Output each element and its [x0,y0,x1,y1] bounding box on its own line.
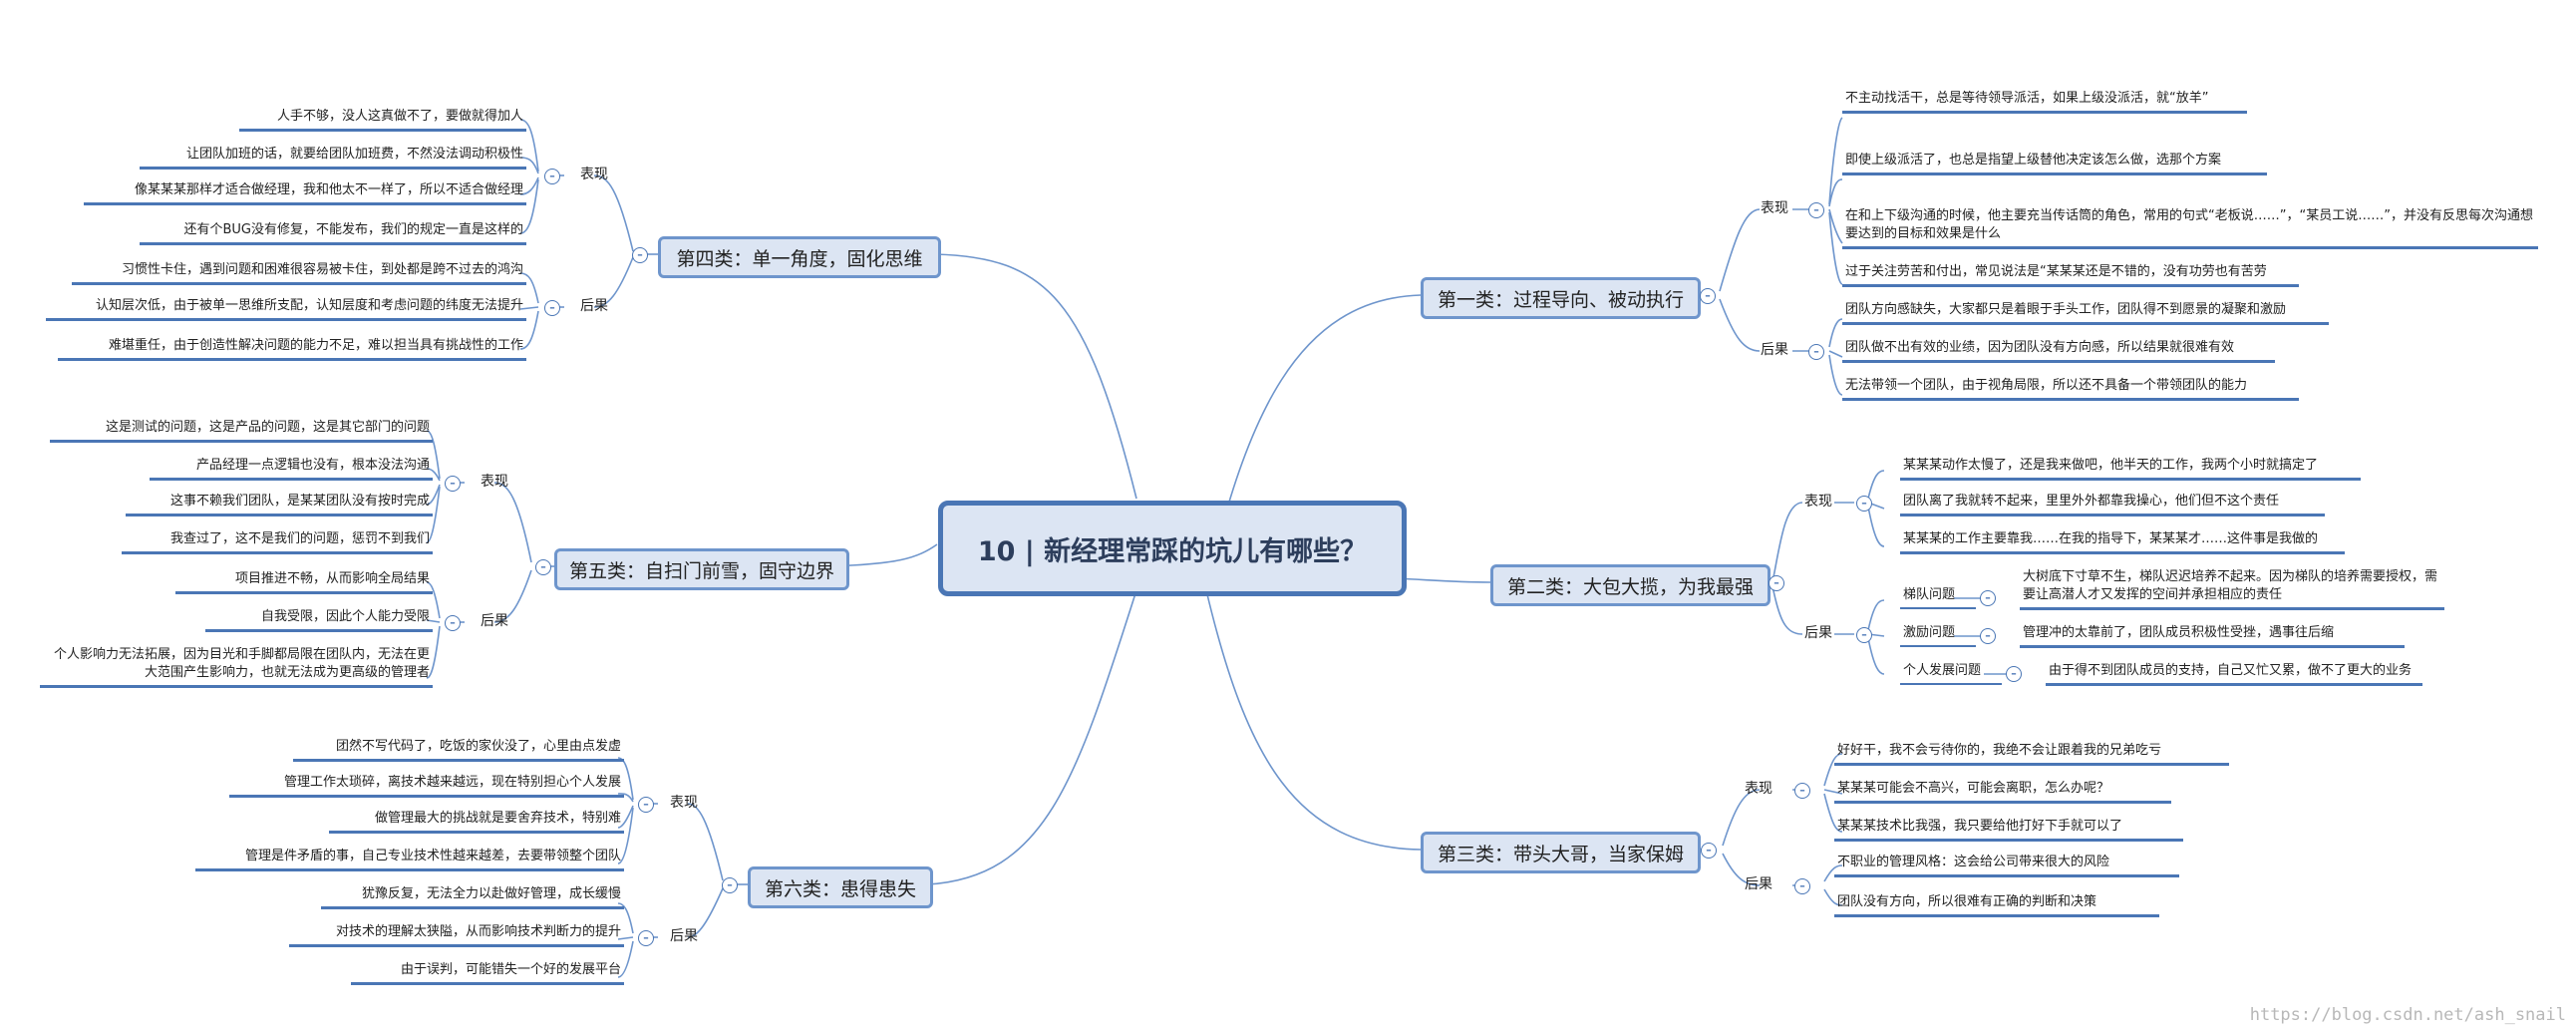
b1-g1-item-1: 不主动找活干，总是等待领导派活，如果上级没派活，就“放羊” [1842,90,2247,114]
b3-g1-item-3: 某某某技术比我强，我只要给他打好下手就可以了 [1834,818,2183,842]
b2-g1-item-2: 团队离了我就转不起来，里里外外都靠我操心，他们但不这个责任 [1900,493,2325,516]
branch-2-label: 第二类：大包大揽，为我最强 [1506,575,1754,598]
b3-g2-label: 后果 [1745,876,1772,892]
collapse-toggle-icon[interactable] [1769,575,1784,591]
collapse-toggle-icon[interactable] [544,169,560,184]
collapse-toggle-icon[interactable] [1980,590,1996,606]
collapse-toggle-icon[interactable] [2006,666,2022,682]
b6-g1-item-3: 做管理最大的挑战就是要舍弃技术，特别难 [329,810,624,834]
b2-g2-sub-1: 梯队问题 [1900,586,1976,609]
branch-6-topic[interactable]: 第六类：患得患失 [748,866,933,908]
b5-g2-item-1: 项目推进不畅，从而影响全局结果 [175,570,433,594]
b2-g2-label: 后果 [1804,625,1832,641]
branch-3-label: 第三类：带头大哥，当家保姆 [1437,843,1684,865]
collapse-toggle-icon[interactable] [535,559,551,575]
branch-4-topic[interactable]: 第四类：单一角度，固化思维 [658,236,941,278]
b5-g1-item-4: 我查过了，这不是我们的问题，惩罚不到我们 [122,530,433,554]
b6-g1-item-2: 管理工作太琐碎，离技术越来越远，现在特别担心个人发展 [229,774,624,798]
b6-g2-item-1: 犹豫反复，无法全力以赴做好管理，成长缓慢 [321,885,624,909]
collapse-toggle-icon[interactable] [638,930,654,946]
b4-g2-item-3: 难堪重任，由于创造性解决问题的能力不足，难以担当具有挑战性的工作 [58,337,526,361]
b4-g2-item-1: 习惯性卡住，遇到问题和困难很容易被卡住，到处都是跨不过去的鸿沟 [72,261,526,285]
b5-g2-label: 后果 [481,613,508,629]
b5-g1-item-1: 这是测试的问题，这是产品的问题，这是其它部门的问题 [50,419,433,443]
branch-5-label: 第五类：自扫门前雪，固守边界 [568,559,834,582]
branch-5-topic[interactable]: 第五类：自扫门前雪，固守边界 [554,548,849,590]
collapse-toggle-icon[interactable] [544,300,560,316]
branch-6-label: 第六类：患得患失 [764,877,916,900]
b1-g1-item-2: 即使上级派活了，也总是指望上级替他决定该怎么做，选那个方案 [1842,152,2267,175]
branch-2-topic[interactable]: 第二类：大包大揽，为我最强 [1490,564,1771,606]
b6-g1-label: 表现 [670,795,698,811]
collapse-toggle-icon[interactable] [1700,288,1716,304]
b5-g1-item-3: 这事不赖我们团队，是某某团队没有按时完成 [126,493,433,516]
b1-g2-item-1: 团队方向感缺失，大家都只是着眼于手头工作，团队得不到愿景的凝聚和激励 [1842,301,2329,325]
b6-g1-item-4: 管理是件矛盾的事，自己专业技术性越来越差，去要带领整个团队 [195,848,624,871]
b2-g1-item-1: 某某某动作太慢了，还是我来做吧，他半天的工作，我两个小时就搞定了 [1900,457,2361,481]
b6-g1-item-1: 团然不写代码了，吃饭的家伙没了，心里由点发虚 [293,738,624,762]
b3-g2-item-1: 不职业的管理风格：这会给公司带来很大的风险 [1834,854,2179,877]
b5-g2-item-3: 个人影响力无法拓展，因为目光和手脚都局限在团队内，无法在更大范围产生影响力，也就… [40,646,433,688]
collapse-toggle-icon[interactable] [1808,344,1824,360]
collapse-toggle-icon[interactable] [1794,783,1810,799]
branch-3-topic[interactable]: 第三类：带头大哥，当家保姆 [1421,832,1701,873]
b1-g1-item-4: 过于关注劳苦和付出，常见说法是“某某某还是不错的，没有功劳也有苦劳 [1842,263,2299,287]
b2-g1-label: 表现 [1804,494,1832,510]
watermark: https://blog.csdn.net/ash_snail [2249,1005,2566,1025]
collapse-toggle-icon[interactable] [1701,843,1717,859]
b1-g1-item-3: 在和上下级沟通的时候，他主要充当传话筒的角色，常用的句式“老板说……”，“某员工… [1842,207,2538,249]
b3-g1-item-1: 好好干，我不会亏待你的，我绝不会让跟着我的兄弟吃亏 [1834,742,2229,766]
b4-g1-item-2: 让团队加班的话，就要给团队加班费，不然没法调动积极性 [140,146,526,170]
branch-1-topic[interactable]: 第一类：过程导向、被动执行 [1421,277,1701,319]
collapse-toggle-icon[interactable] [1808,202,1824,218]
b4-g1-item-1: 人手不够，没人这真做不了，要做就得加人 [239,108,526,132]
collapse-toggle-icon[interactable] [445,615,461,631]
collapse-toggle-icon[interactable] [1856,496,1872,512]
collapse-toggle-icon[interactable] [722,877,738,893]
collapse-toggle-icon[interactable] [638,797,654,813]
b6-g2-item-3: 由于误判，可能错失一个好的发展平台 [351,961,624,985]
b6-g2-item-2: 对技术的理解太狭隘，从而影响技术判断力的提升 [289,923,624,947]
b4-g2-label: 后果 [580,298,608,314]
b6-g2-label: 后果 [670,928,698,944]
collapse-toggle-icon[interactable] [1980,628,1996,644]
b2-g2-sub-1-item: 大树底下寸草不生，梯队迟迟培养不起来。因为梯队的培养需要授权，需要让高潜人才又发… [2020,568,2444,610]
b4-g1-item-3: 像某某某那样才适合做经理，我和他太不一样了，所以不适合做经理 [84,181,526,205]
b5-g1-label: 表现 [481,474,508,490]
b4-g1-item-4: 还有个BUG没有修复，不能发布，我们的规定一直是这样的 [140,221,526,245]
b3-g2-item-2: 团队没有方向，所以很难有正确的判断和决策 [1834,893,2159,917]
b2-g2-sub-3: 个人发展问题 [1900,662,2002,685]
b1-g2-item-2: 团队做不出有效的业绩，因为团队没有方向感，所以结果就很难有效 [1842,339,2275,363]
branch-4-label: 第四类：单一角度，固化思维 [676,247,923,270]
central-topic[interactable]: 10 | 新经理常踩的坑儿有哪些？ [938,501,1407,596]
b2-g1-item-3: 某某某的工作主要靠我……在我的指导下，某某某才……这件事是我做的 [1900,530,2345,554]
b5-g1-item-2: 产品经理一点逻辑也没有，根本没法沟通 [150,457,433,481]
collapse-toggle-icon[interactable] [632,247,648,263]
collapse-toggle-icon[interactable] [445,476,461,492]
b1-g2-label: 后果 [1761,342,1788,358]
b5-g2-item-2: 自我受限，因此个人能力受限 [205,608,433,632]
b1-g1-label: 表现 [1761,200,1788,216]
b1-g2-item-3: 无法带领一个团队，由于视角局限，所以还不具备一个带领团队的能力 [1842,377,2299,401]
b4-g2-item-2: 认知层次低，由于被单一思维所支配，认知层度和考虑问题的纬度无法提升 [46,297,526,321]
b2-g2-sub-2-item: 管理冲的太靠前了，团队成员积极性受挫，遇事往后缩 [2020,624,2405,648]
central-topic-label: 10 | 新经理常踩的坑儿有哪些？ [977,535,1368,567]
branch-1-label: 第一类：过程导向、被动执行 [1437,288,1684,311]
b4-g1-label: 表现 [580,167,608,182]
collapse-toggle-icon[interactable] [1856,627,1872,643]
b3-g1-item-2: 某某某可能会不高兴，可能会离职，怎么办呢？ [1834,780,2171,804]
collapse-toggle-icon[interactable] [1794,878,1810,894]
b2-g2-sub-2: 激励问题 [1900,624,1976,647]
b3-g1-label: 表现 [1745,781,1772,797]
b2-g2-sub-3-item: 由于得不到团队成员的支持，自己又忙又累，做不了更大的业务 [2046,662,2422,686]
